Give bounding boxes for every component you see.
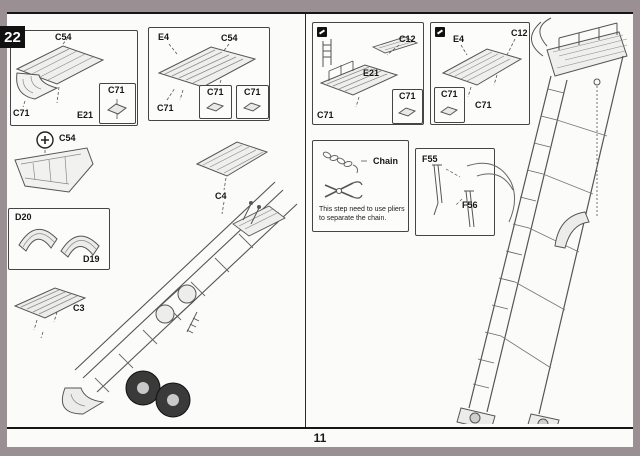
deck-panel-illustration: [441, 38, 523, 98]
subassembly-box-e4-c54: E4 C54 C71 C71 C71: [148, 27, 270, 121]
deck-c4-illustration: [195, 141, 269, 215]
deck-detail-c3: C3: [7, 278, 107, 340]
part-label-d19: D19: [83, 254, 100, 264]
subassembly-box-c54-e21: C54 C71 E21 C71: [10, 30, 138, 126]
part-label-c3: C3: [73, 303, 85, 313]
part-callout-c71: C71: [434, 87, 465, 123]
part-label-c71: C71: [108, 85, 125, 95]
tool-marker-icon: [435, 27, 445, 37]
hull-bow-illustration: [14, 131, 94, 193]
curved-deck-illustration: [15, 38, 105, 108]
deck-panel-illustration: [157, 43, 257, 101]
column-divider: [305, 14, 306, 427]
part-callout-c71: C71: [392, 89, 423, 124]
part-callout-c71: C71: [236, 85, 269, 119]
tool-marker-icon: [317, 27, 327, 37]
part-label-c54: C54: [221, 33, 238, 43]
chassis-illustration: [61, 181, 298, 418]
chain-and-pliers-icons: [322, 151, 367, 199]
step-number-badge: 22: [0, 26, 25, 48]
manual-page: C54 C71 E21 C71 E4: [7, 12, 633, 447]
bracket-part-icon: [242, 102, 262, 112]
subassembly-box-fenders: D20 D19: [8, 208, 110, 270]
part-label-c71: C71: [475, 100, 492, 110]
bracket-part-icon: [106, 99, 128, 119]
part-label-e21: E21: [77, 110, 94, 120]
part-label-c71: C71: [441, 89, 458, 99]
main-assembly-gantry: [447, 16, 631, 424]
part-label-c71: C71: [207, 87, 224, 97]
rod-parts-illustration: [432, 164, 475, 228]
part-label-e4: E4: [453, 34, 465, 44]
page-number: 11: [313, 431, 327, 445]
part-label-e4: E4: [158, 32, 170, 42]
subassembly-box-e4-c12: E4 C12 C71 C71: [430, 22, 530, 125]
part-label-f56: F56: [462, 200, 478, 210]
part-label-c54: C54: [59, 133, 76, 143]
page-content: C54 C71 E21 C71 E4: [7, 14, 633, 429]
subassembly-box-c12-e21: C12 E21 C71 C71: [312, 22, 424, 125]
part-label-c12: C12: [399, 34, 416, 44]
fender-parts-illustration: [18, 229, 100, 258]
part-label-d20: D20: [15, 212, 32, 222]
chain-label: Chain: [373, 156, 399, 166]
part-callout-c71: C71: [199, 85, 232, 119]
part-label-c4: C4: [215, 191, 227, 201]
pliers-instruction-note: This step need to use pliers to separate…: [319, 206, 405, 223]
part-label-c12: C12: [511, 28, 528, 38]
chain-note-box: Chain This step need to use pliers to se…: [312, 140, 409, 232]
part-label-c71: C71: [13, 108, 30, 118]
part-label-c71: C71: [157, 103, 174, 113]
bracket-part-icon: [397, 107, 417, 117]
bracket-part-icon: [205, 102, 225, 112]
part-label-c71: C71: [244, 87, 261, 97]
platform-illustration: [319, 36, 419, 108]
gantry-illustration: [456, 17, 628, 424]
main-assembly-chassis: [47, 162, 305, 426]
part-label-f55: F55: [422, 154, 438, 164]
deck-c3-illustration: [13, 287, 87, 339]
part-label-c54: C54: [55, 32, 72, 42]
subassembly-box-f55-f56: F55 F56: [415, 148, 495, 236]
part-label-c71: C71: [317, 110, 334, 120]
part-label-c71: C71: [399, 91, 416, 101]
part-callout-c71: C71: [99, 83, 136, 124]
deck-detail-c4: C4: [185, 132, 277, 216]
bracket-part-icon: [439, 106, 459, 116]
part-label-e21: E21: [363, 68, 380, 78]
hull-bow-detail: C54: [7, 126, 109, 210]
